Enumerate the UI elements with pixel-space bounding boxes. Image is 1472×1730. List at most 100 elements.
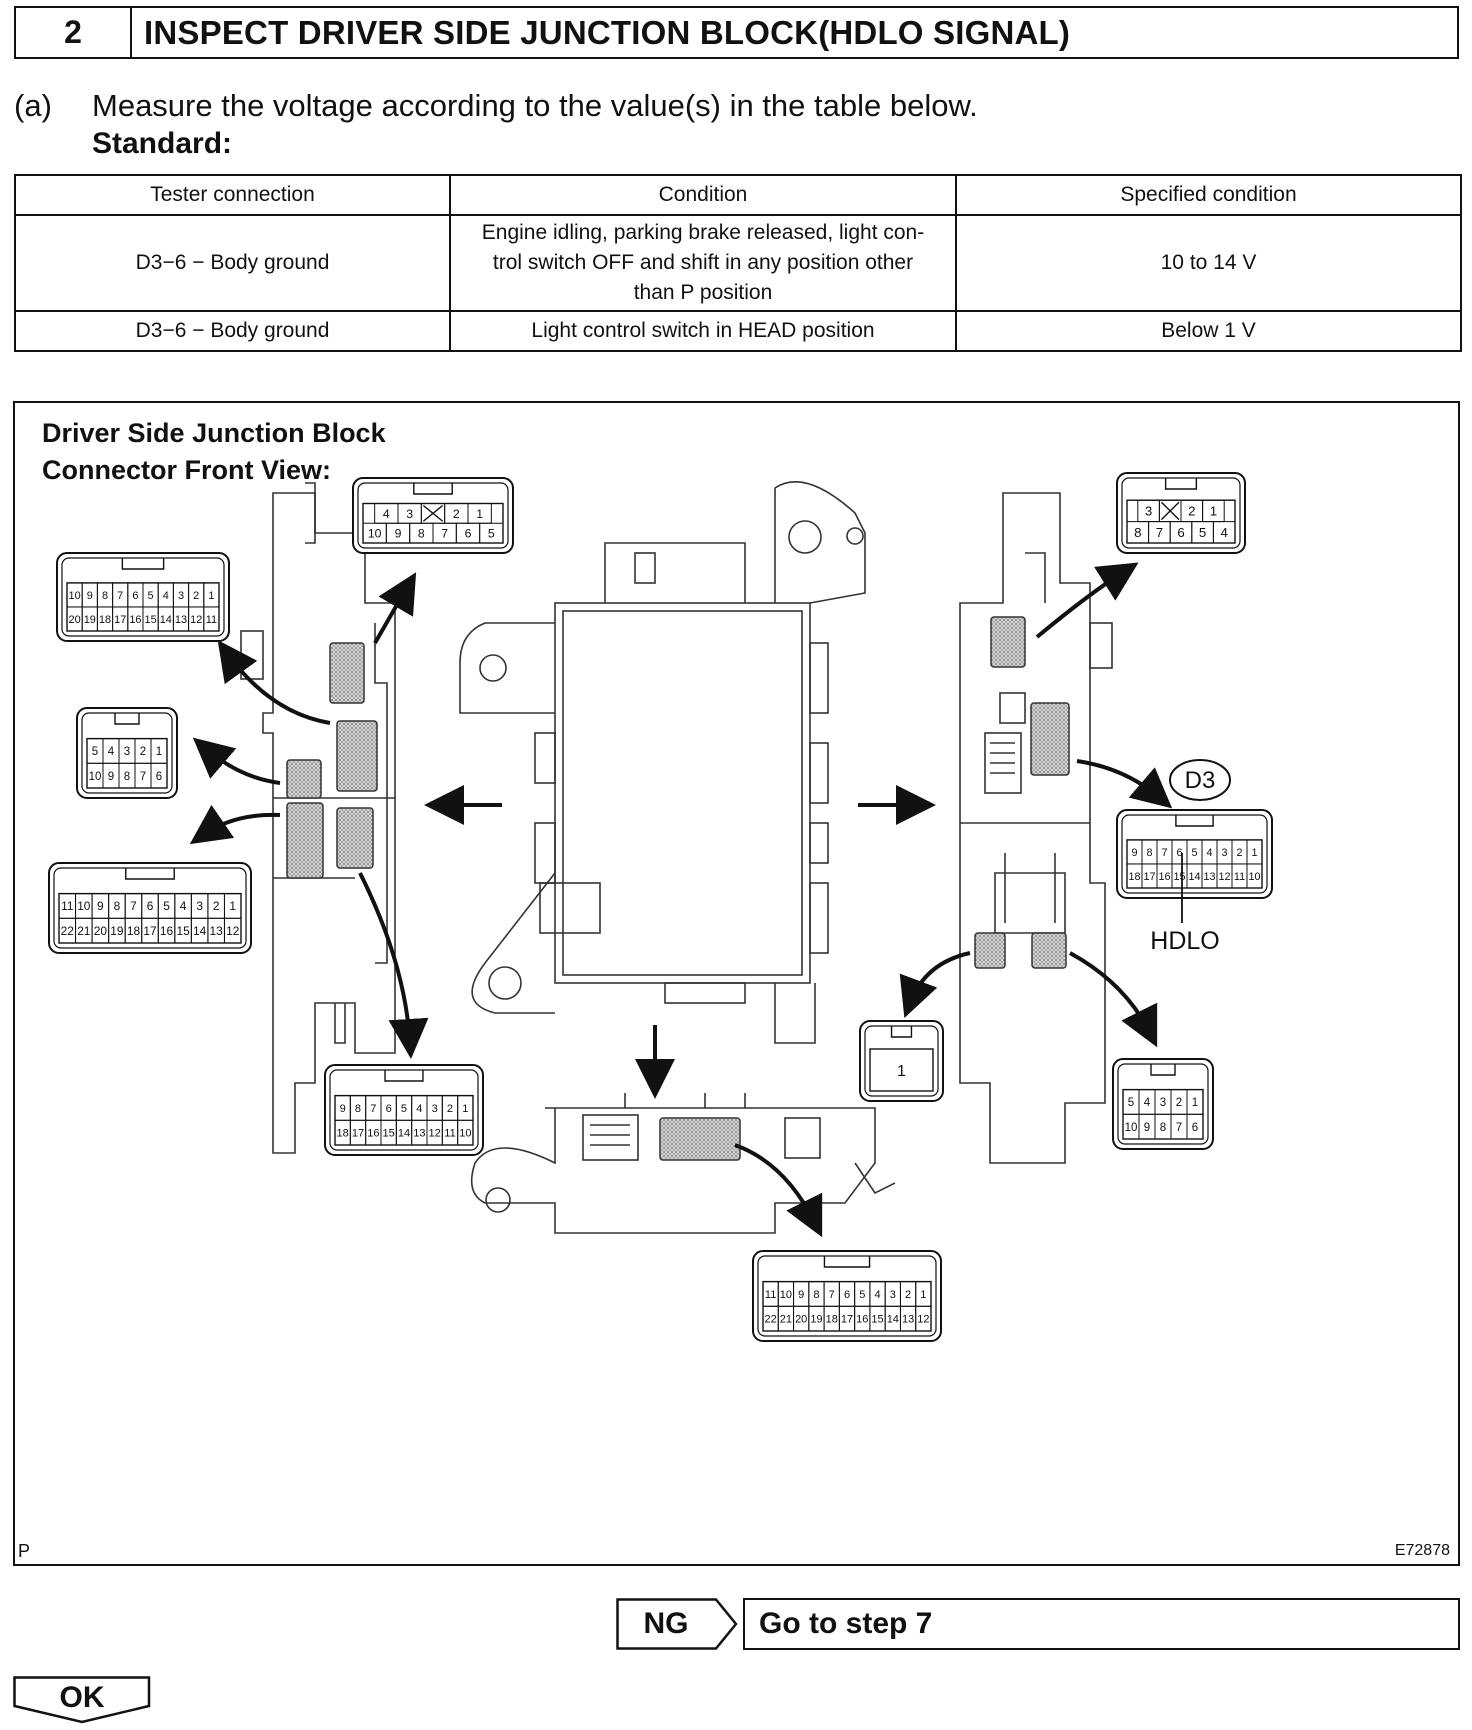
connector-pin-label: 2 (1236, 847, 1242, 859)
connector-latch (823, 1256, 871, 1268)
connector-pin-label: 19 (110, 924, 124, 938)
connector-pin-label: 6 (844, 1289, 850, 1301)
connector-pin-label: 8 (813, 1289, 819, 1301)
connector-pin-label: 22 (61, 924, 75, 938)
connector-pin-label: 2 (453, 507, 460, 521)
spec-table: Tester connection Condition Specified co… (14, 174, 1462, 352)
connector-pin-cell (223, 917, 242, 944)
connector-pin-label: 9 (340, 1103, 346, 1115)
connector-pin-cell (1246, 863, 1263, 889)
connector-pin-label: 1 (476, 507, 483, 521)
ok-arrow-shape (13, 1676, 151, 1724)
connector-pin-label: 10 (459, 1128, 471, 1140)
connector-pin-label: 8 (1146, 847, 1152, 859)
connector-pin-label: 20 (94, 924, 108, 938)
connector-latch (114, 713, 140, 725)
connector-pin-label: 4 (1144, 1097, 1151, 1109)
connector-pin-label: 2 (213, 899, 220, 913)
connector-pin-label: 15 (145, 614, 157, 626)
connector-pin-label: 15 (383, 1128, 395, 1140)
ng-label: NG (643, 1607, 689, 1640)
connector-pin-label: 6 (147, 899, 154, 913)
table-row: D3−6 − Body ground Light control switch … (14, 310, 1462, 352)
connector-pin-label: 9 (1144, 1122, 1150, 1134)
connector-pin-label: 4 (383, 507, 390, 521)
connector-pin-label: 16 (129, 614, 141, 626)
connector-pin-label: 9 (395, 527, 402, 541)
connector-pin-label: 1 (462, 1103, 468, 1115)
ng-box: NG (616, 1598, 738, 1650)
connector-housing-inner (757, 1255, 937, 1337)
connector-pin-label: 10 (1248, 871, 1260, 883)
connector-pin-label: 13 (413, 1128, 425, 1140)
connector-pin-label: 1 (1192, 1097, 1198, 1109)
connector-pin-label: 17 (114, 614, 126, 626)
connector-pin-label: 3 (1160, 1097, 1166, 1109)
connector-pin-label: 6 (132, 590, 138, 602)
connector-housing-inner (53, 867, 247, 949)
connector-pin-label: 10 (69, 590, 81, 602)
connector-pin-label: 7 (1176, 1122, 1182, 1134)
instruction: (a)Measure the voltage according to the … (14, 88, 978, 124)
table-header-cell: Tester connection (14, 174, 451, 216)
connector-housing-inner (1121, 477, 1241, 549)
instruction-text: Measure the voltage according to the val… (92, 88, 978, 123)
connector-pin-label: 16 (856, 1314, 868, 1326)
table-header-row: Tester connection Condition Specified co… (14, 174, 1462, 216)
connector-pin-label: 6 (465, 527, 472, 541)
connector-pin-label: 8 (418, 527, 425, 541)
connector-pin-label: 8 (355, 1103, 361, 1115)
connector-pin-label: 9 (108, 771, 114, 783)
standard-label: Standard: (92, 127, 233, 160)
connector-latch (384, 1070, 424, 1082)
connector-housing (1116, 809, 1273, 899)
step-header: 2 INSPECT DRIVER SIDE JUNCTION BLOCK(HDL… (14, 6, 1459, 59)
connector-pin-label: 14 (398, 1128, 410, 1140)
connector-pin-label: 7 (829, 1289, 835, 1301)
connector-pin-label: 7 (140, 771, 146, 783)
connector-pin-label: 2 (140, 746, 146, 758)
connector-housing (324, 1064, 484, 1156)
table-cell: D3−6 − Body ground (14, 310, 451, 352)
connector-pin-label: 17 (143, 924, 157, 938)
connector-latch (1150, 1064, 1176, 1076)
connector-housing (859, 1020, 944, 1102)
connector-pin-label: 17 (841, 1314, 853, 1326)
connector-pin-cell (203, 606, 220, 632)
connector-pin-label: 3 (124, 746, 130, 758)
connector-pin-blank-mark (422, 504, 444, 522)
connector-pin-label: 4 (180, 899, 187, 913)
connector-pin-label: 16 (160, 924, 174, 938)
connector-pin-label: 10 (77, 899, 91, 913)
connector-pin-label: 4 (163, 590, 169, 602)
connector-pin-label: 16 (1158, 871, 1170, 883)
connector-pin-label: 12 (226, 924, 240, 938)
connector-pin-label: 19 (84, 614, 96, 626)
connector-pin-label: 16 (367, 1128, 379, 1140)
connector-pin-label: 7 (1156, 525, 1163, 540)
connector-pin-label: 11 (765, 1289, 776, 1301)
connector-pin-label: 19 (810, 1314, 822, 1326)
connector-pin-label: 3 (1221, 847, 1227, 859)
connector-pin-label: 3 (432, 1103, 438, 1115)
connector-pin-label: 14 (887, 1314, 899, 1326)
ok-box: OK (13, 1676, 151, 1724)
center-block-body (459, 481, 866, 1044)
connector-pin-label: 1 (156, 746, 162, 758)
connector-pin-label: 3 (178, 590, 184, 602)
connector-pin-label: 13 (175, 614, 187, 626)
connector-figure: Driver Side Junction Block Connector Fro… (13, 401, 1460, 1566)
connector-pin-label: 4 (416, 1103, 422, 1115)
connector-pin-label: 5 (401, 1103, 407, 1115)
connector-pin-label: 2 (193, 590, 199, 602)
connector-pin-label: 11 (444, 1128, 455, 1140)
table-header-cell: Condition (449, 174, 957, 216)
table-cell: 10 to 14 V (955, 214, 1462, 312)
figure-title-line: Driver Side Junction Block (42, 418, 386, 448)
